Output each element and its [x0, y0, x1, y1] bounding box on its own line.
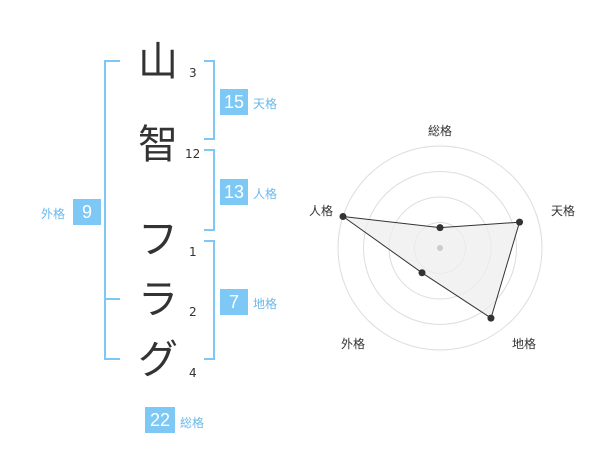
radar-polygon [342, 216, 521, 319]
radar-label-tenkaku: 天格 [551, 204, 576, 218]
radar-label-jinkaku: 人格 [309, 204, 334, 218]
name-char-3: フ [138, 217, 178, 263]
radar-ring [337, 145, 543, 351]
stroke-count-2: 12 [185, 147, 201, 161]
name-char-2: 智 [138, 122, 178, 168]
radar-point-0 [436, 224, 444, 232]
tenkaku-badge: 15 [220, 89, 248, 115]
radar-label-soukaku: 総格 [428, 124, 453, 138]
stroke-count-4: 2 [189, 305, 197, 319]
soukaku-badge: 22 [145, 407, 175, 433]
stroke-count-5: 4 [189, 366, 197, 380]
jinkaku-badge: 13 [220, 179, 248, 205]
chikaku-label: 地格 [253, 297, 278, 311]
chikaku-bracket [204, 240, 215, 360]
name-char-4: ラ [138, 277, 178, 323]
radar-point-3 [418, 269, 426, 277]
gaikaku-bracket-divider [104, 298, 120, 300]
tenkaku-bracket [204, 60, 215, 140]
jinkaku-bracket [204, 149, 215, 231]
tenkaku-label: 天格 [253, 97, 278, 111]
radar-point-4 [339, 212, 347, 220]
radar-label-chikaku: 地格 [512, 337, 537, 351]
radar-ring [363, 171, 517, 325]
gaikaku-label: 外格 [41, 207, 66, 221]
jinkaku-label: 人格 [253, 187, 278, 201]
radar-label-gaikaku: 外格 [341, 337, 366, 351]
soukaku-label: 総格 [180, 416, 205, 430]
radar-center-dot [437, 245, 443, 251]
name-char-5: グ [138, 337, 178, 383]
radar-point-2 [487, 314, 495, 322]
stroke-count-3: 1 [189, 245, 197, 259]
gaikaku-badge: 9 [73, 199, 101, 225]
radar-point-1 [516, 218, 524, 226]
name-char-1: 山 [138, 39, 178, 85]
gaikaku-bracket [104, 60, 120, 360]
stroke-count-1: 3 [189, 66, 197, 80]
chikaku-badge: 7 [220, 289, 248, 315]
